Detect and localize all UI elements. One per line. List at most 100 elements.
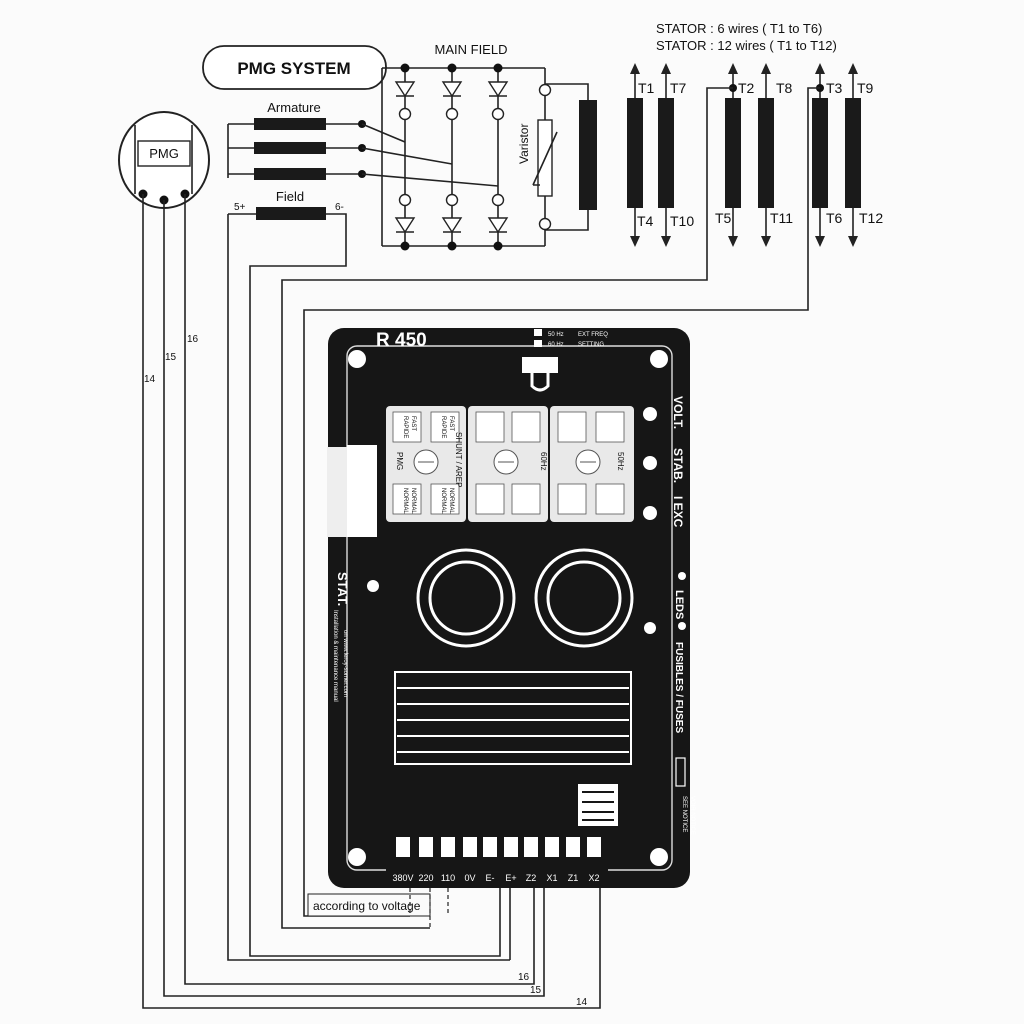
terminal-380v[interactable] [396, 837, 410, 857]
stab-label: STAB. [671, 448, 685, 483]
terminal-label-x2: X2 [588, 873, 599, 883]
hz60-dial-label: 60Hz [539, 452, 548, 471]
stator-label-t5: T5 [715, 210, 732, 226]
terminal-z2[interactable] [524, 837, 538, 857]
stator-6-wires-label: STATOR : 6 wires ( T1 to T6) [656, 21, 822, 36]
volt-potentiometer[interactable] [643, 407, 657, 421]
stator-label-t7: T7 [670, 80, 687, 96]
heatsink [394, 671, 632, 765]
pmg-rapide-label: RAPIDE [402, 416, 408, 438]
terminal-220[interactable] [419, 837, 433, 857]
stator-label-t10: T10 [670, 213, 694, 229]
terminal-label-380v: 380V [392, 873, 413, 883]
pmg-rotor: PMG [118, 111, 210, 209]
stator-label-t8: T8 [776, 80, 793, 96]
iexc-potentiometer[interactable] [643, 506, 657, 520]
mode-panel-pmg-shunt: RAPIDE FAST RAPIDE FAST NORMAL NORMAL NO… [386, 406, 466, 522]
wire-16-label-bottom: 16 [518, 972, 530, 983]
setting-label: SETTING [578, 342, 604, 348]
stab-potentiometer[interactable] [643, 456, 657, 470]
fuse-icon [675, 757, 686, 787]
terminal-label-110: 110 [441, 873, 455, 883]
hz50-dial-label: 50Hz [616, 452, 625, 471]
pmg-normal-en-label: NORMAL [410, 488, 416, 514]
pmg-fast-label: FAST [410, 416, 416, 431]
stator-label-t11: T11 [770, 210, 793, 226]
stat-label: STAT. [335, 572, 350, 606]
stator-label-t2: T2 [738, 80, 755, 96]
terminal-x2[interactable] [587, 837, 601, 857]
terminal-label-z1: Z1 [568, 873, 579, 883]
field-label: Field [276, 189, 304, 204]
terminal-label-e-minus: E- [486, 873, 495, 883]
manual-note-2: on www.leroy-somer.com [342, 630, 348, 697]
terminal-label-0v: 0V [464, 873, 475, 883]
field-minus-label: 6- [335, 202, 344, 213]
stator-label-t1: T1 [638, 80, 655, 96]
see-notice-label: SEE NOTICE [681, 796, 687, 832]
terminal-0v[interactable] [463, 837, 477, 857]
terminal-e-plus[interactable] [504, 837, 518, 857]
hz60-label: 60 Hz [548, 342, 564, 348]
terminal-x1[interactable] [545, 837, 559, 857]
terminal-e-minus[interactable] [483, 837, 497, 857]
terminal-label-e-plus: E+ [505, 873, 516, 883]
capacitor-left [416, 548, 516, 648]
wire-16-label-top: 16 [187, 334, 199, 345]
armature-label: Armature [267, 100, 320, 115]
pmg-system-label: PMG SYSTEM [237, 59, 350, 78]
rectifier-bridge: Varistor [381, 63, 597, 251]
main-field-label: MAIN FIELD [435, 42, 508, 57]
stator-label-t9: T9 [857, 80, 874, 96]
led-1-icon [678, 572, 686, 580]
frequency-jumper[interactable] [522, 357, 558, 373]
volt-label: VOLT. [671, 396, 685, 429]
terminal-label-z2: Z2 [526, 873, 537, 883]
leds-label: LEDS [673, 590, 685, 619]
shunt-rapide-label: RAPIDE [440, 416, 446, 438]
varistor-label: Varistor [517, 124, 531, 164]
stator-windings: T1 T7 T2 T8 T3 T9 T4 T10 T5 T11 T6 T12 [627, 63, 883, 247]
wire-14-label-top: 14 [144, 374, 156, 385]
pmg-normal-fr-label: NORMAL [402, 488, 408, 514]
stator-label-t12: T12 [859, 210, 883, 226]
shunt-normal-fr-label: NORMAL [440, 488, 446, 514]
exciter-field-winding [228, 207, 347, 232]
iexc-label: I EXC [671, 496, 685, 528]
terminal-110[interactable] [441, 837, 455, 857]
shunt-normal-en-label: NORMAL [448, 488, 454, 514]
sensing-wires [227, 87, 820, 961]
field-plus-label: 5+ [234, 202, 246, 213]
according-to-voltage-label: according to voltage [313, 899, 421, 913]
terminal-z1[interactable] [566, 837, 580, 857]
terminal-block: 380V 220 110 0V E- E+ Z2 X1 Z1 X2 [386, 837, 608, 887]
manual-note-1: Installation & maintenance manual [332, 610, 338, 702]
model-label: R 450 [376, 330, 427, 351]
led-2-icon [678, 622, 686, 630]
wire-14-label-bottom: 14 [576, 997, 588, 1008]
mode-panel-stability: 60Hz [468, 406, 548, 522]
voir-notice-label: VOIR NOTICE [689, 796, 695, 835]
shunt-arep-label: SHUNT / AREP [454, 432, 463, 487]
wire-15-label-bottom: 15 [530, 985, 542, 996]
r450-regulator: R 450 50 Hz 60 Hz EXT FREQ SETTING RAPID… [327, 328, 695, 888]
stator-label-t4: T4 [637, 213, 654, 229]
shunt-fast-label: FAST [448, 416, 454, 431]
fuses-label: FUSIBLES / FUSES [673, 642, 684, 733]
hz50-label: 50 Hz [548, 332, 564, 338]
stat-connector-hole [367, 580, 379, 592]
ext-freq-label: EXT FREQ [578, 332, 608, 338]
mode-panel-frequency: 50Hz [550, 406, 634, 522]
pmg-system-badge: PMG SYSTEM [202, 45, 387, 90]
capacitor-right [534, 548, 634, 648]
stator-label-t3: T3 [826, 80, 843, 96]
wire-15-label-top: 15 [165, 352, 177, 363]
stator-12-wires-label: STATOR : 12 wires ( T1 to T12) [656, 38, 837, 53]
pmg-label: PMG [149, 146, 179, 161]
terminal-label-x1: X1 [546, 873, 557, 883]
pmg-mode-label: PMG [395, 452, 404, 470]
stator-label-t6: T6 [826, 210, 843, 226]
armature-windings [227, 118, 499, 187]
terminal-label-220: 220 [418, 873, 433, 883]
